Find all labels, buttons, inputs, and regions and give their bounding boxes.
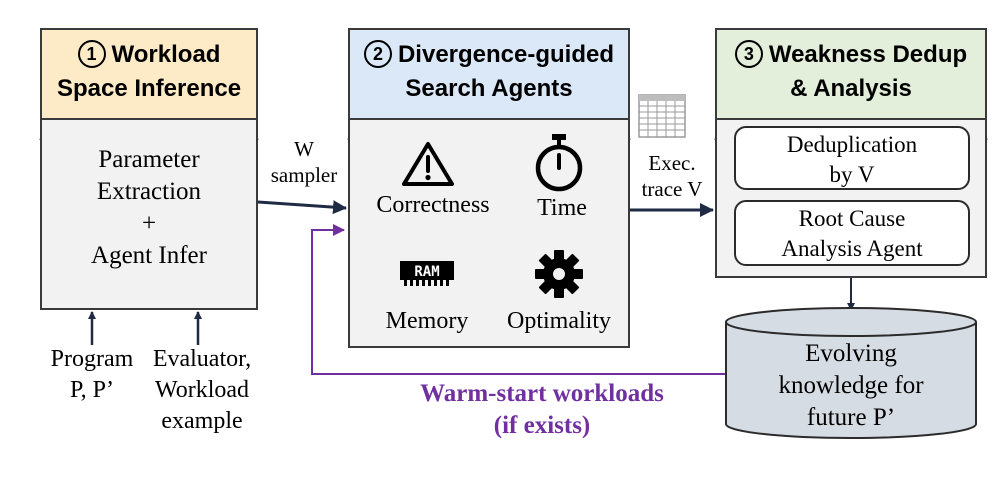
content-line: Agent Infer	[91, 242, 207, 269]
memory-agent-label: Memory	[385, 308, 469, 334]
knowledge-line: Evolving	[805, 340, 897, 367]
rca-line2: Analysis Agent	[781, 236, 923, 261]
root-cause-analysis-box: Root Cause Analysis Agent	[734, 200, 970, 266]
svg-text:RAM: RAM	[414, 264, 439, 280]
program-line: Program	[50, 346, 134, 372]
exec-label: Exec.	[648, 151, 696, 175]
step-number-badge: 1	[77, 40, 106, 68]
sampler-label: sampler	[270, 163, 338, 187]
stopwatch-icon	[535, 134, 583, 192]
dedup-line1: Deduplication	[786, 132, 918, 157]
evolving-knowledge-text: Evolving knowledge for future P’	[724, 338, 978, 434]
header-title-line2: & Analysis	[790, 75, 912, 102]
knowledge-line: knowledge for	[778, 372, 924, 399]
w-sampler-arrow	[257, 200, 347, 215]
content-line: Extraction	[96, 178, 202, 205]
rca-line1: Root Cause	[798, 206, 906, 231]
content-line: Parameter	[98, 146, 200, 173]
evaluator-line: Workload	[154, 377, 250, 403]
warm-start-line2: (if exists)	[493, 412, 591, 439]
program-line: P, P’	[69, 377, 115, 403]
trace-v-label: trace V	[641, 177, 703, 201]
knowledge-line: future P’	[806, 404, 896, 431]
header-title-line2: Search Agents	[405, 75, 573, 102]
knowledge-database-cylinder	[725, 307, 977, 439]
warning-triangle-icon	[402, 142, 454, 186]
w-sampler-label: W sampler	[258, 136, 350, 188]
w-label: W	[294, 137, 314, 161]
gear-icon	[535, 250, 583, 298]
table-grid-icon	[638, 94, 686, 138]
deduplication-box: Deduplication by V	[734, 126, 970, 190]
ram-chip-icon: RAM	[400, 261, 454, 286]
content-line: +	[141, 210, 157, 237]
header-title-line1: Divergence-guided	[397, 41, 615, 68]
warm-start-label: Warm-start workloads (if exists)	[352, 378, 732, 442]
workload-space-inference-panel	[40, 120, 258, 310]
time-agent-label: Time	[537, 195, 587, 221]
dedup-line2: by V	[829, 162, 875, 187]
step-number-badge: 3	[734, 40, 763, 68]
warm-start-feedback-arrow	[311, 224, 728, 375]
evaluator-input-label: Evaluator, Workload example	[132, 344, 272, 437]
header-title-line1: Weakness Dedup	[768, 41, 968, 68]
evaluator-line: Evaluator,	[152, 346, 252, 372]
exec-trace-label: Exec. trace V	[626, 150, 718, 202]
warm-start-line1: Warm-start workloads	[420, 380, 664, 407]
header-title-line2: Space Inference	[56, 75, 242, 102]
program-input-label: Program P, P’	[28, 344, 156, 406]
evaluator-line: example	[161, 408, 243, 434]
header-title-line1: Workload	[111, 41, 221, 68]
parameter-extraction-text: Parameter Extraction + Agent Infer	[40, 144, 258, 272]
step-number-badge: 2	[363, 40, 392, 68]
correctness-agent-label: Correctness	[376, 192, 490, 218]
search-agents-panel	[348, 120, 630, 348]
optimality-agent-label: Optimality	[507, 308, 611, 334]
